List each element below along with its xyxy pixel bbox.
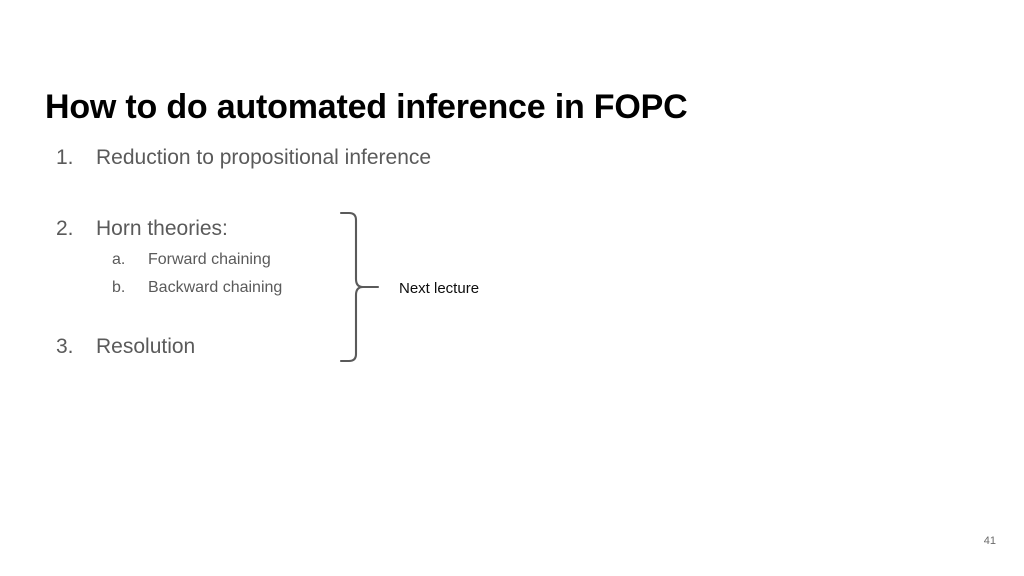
list-subitem-label: Backward chaining [148, 279, 283, 296]
list-item-marker: 1. [56, 146, 74, 169]
list-item-label: Reduction to propositional inference [96, 146, 432, 169]
list-item: 2. Horn theories: [56, 215, 228, 242]
list-item-label: Horn theories: [96, 217, 228, 240]
list-item-label: Resolution [96, 335, 196, 358]
right-curly-brace-icon [336, 204, 384, 370]
list-subitem: b. Backward chaining [112, 277, 282, 299]
list-item-marker: 3. [56, 335, 74, 358]
list-subitem: a. Forward chaining [112, 249, 271, 271]
list-subitem-marker: b. [112, 279, 126, 296]
list-item-marker: 2. [56, 217, 74, 240]
list-subitem-marker: a. [112, 251, 126, 268]
list-item: 1. Reduction to propositional inference [56, 144, 431, 171]
annotation-label: Next lecture [399, 280, 480, 297]
page-number: 41 [983, 535, 996, 547]
list-item: 3. Resolution [56, 333, 195, 360]
list-subitem-label: Forward chaining [148, 251, 271, 268]
page-title: How to do automated inference in FOPC [45, 87, 688, 126]
